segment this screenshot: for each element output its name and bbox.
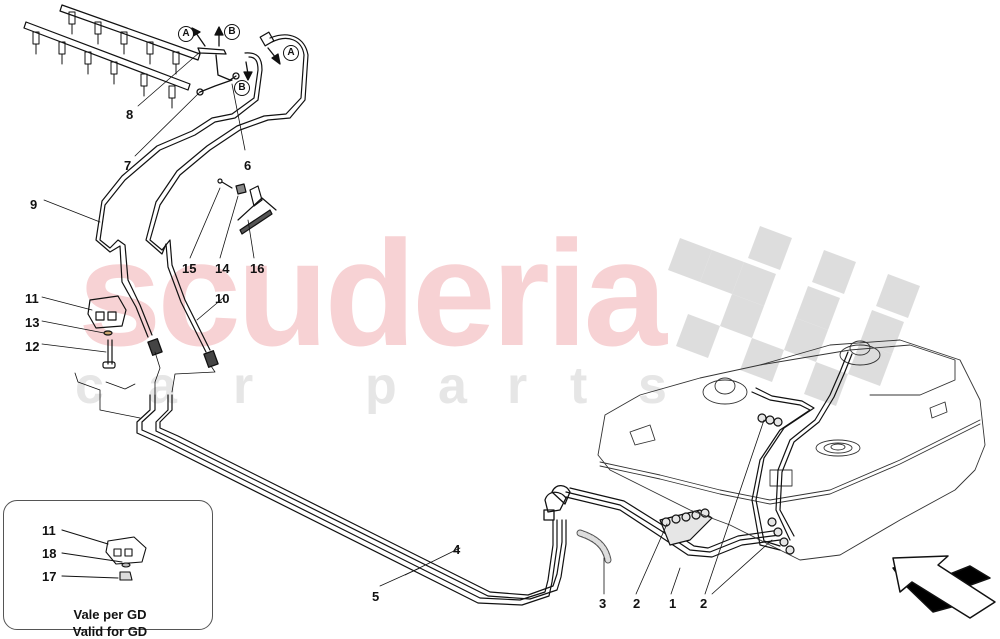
watermark-letter: p bbox=[365, 357, 397, 415]
callout-9: 9 bbox=[30, 197, 38, 212]
fuel-rail-upper bbox=[59, 4, 201, 61]
callout-3: 3 bbox=[599, 596, 607, 611]
watermark-brand: scuderia bbox=[78, 209, 667, 377]
fuel-pipe-1 bbox=[565, 487, 781, 558]
callout-4: 4 bbox=[453, 542, 461, 557]
inset-clip-parts bbox=[61, 529, 147, 581]
callout-1: 1 bbox=[669, 596, 677, 611]
callout-10: 10 bbox=[215, 291, 230, 306]
fuel-pipe-10 bbox=[145, 31, 309, 353]
connector-arrows bbox=[191, 26, 281, 81]
watermark-letter: r bbox=[507, 357, 528, 415]
fuel-pipe-5 bbox=[155, 394, 567, 600]
leader-lines bbox=[41, 51, 773, 595]
fuel-rail-lower bbox=[23, 21, 191, 91]
inset-caption-italian: Vale per GD bbox=[73, 607, 147, 622]
fuel-pipe-4 bbox=[136, 394, 558, 606]
inset-callout-17: 17 bbox=[42, 569, 57, 584]
callout-2: 2 bbox=[633, 596, 641, 611]
clip-11 bbox=[87, 295, 127, 369]
callout-12: 12 bbox=[25, 339, 40, 354]
callout-13: 13 bbox=[25, 315, 40, 330]
injectors bbox=[32, 11, 180, 109]
callout-6: 6 bbox=[244, 158, 252, 173]
inset-callout-11: 11 bbox=[42, 523, 56, 538]
inset-box-gd-variant bbox=[3, 500, 213, 630]
hose-end-fittings bbox=[147, 338, 219, 368]
inset-caption-english: Valid for GD bbox=[72, 624, 148, 639]
reference-brackets bbox=[74, 351, 216, 419]
direction-arrow bbox=[892, 555, 996, 619]
watermark-letter: t bbox=[570, 357, 588, 415]
callout-16: 16 bbox=[250, 261, 265, 276]
callout-7: 7 bbox=[124, 158, 132, 173]
rail-fittings bbox=[196, 47, 240, 96]
callout-15: 15 bbox=[182, 261, 197, 276]
callout-14: 14 bbox=[215, 261, 230, 276]
watermark-letter: s bbox=[638, 357, 667, 415]
connector-label-a: A bbox=[283, 45, 299, 61]
watermark-letter: r bbox=[233, 357, 254, 415]
callout-2: 2 bbox=[700, 596, 708, 611]
caption-background bbox=[65, 604, 165, 618]
fuel-tank bbox=[597, 339, 986, 561]
callout-5: 5 bbox=[372, 589, 380, 604]
fuel-pipe-9 bbox=[95, 52, 263, 338]
corrugated-hose-3 bbox=[576, 529, 612, 564]
tank-pipes bbox=[751, 351, 853, 551]
callout-11: 11 bbox=[25, 291, 39, 306]
connector-label-b: B bbox=[224, 24, 240, 40]
bracket-assembly bbox=[217, 178, 277, 235]
watermark-letter: a bbox=[438, 357, 467, 415]
inset-callout-18: 18 bbox=[42, 546, 57, 561]
connector-label-a: A bbox=[178, 26, 194, 42]
elbow-fittings bbox=[543, 484, 571, 521]
callout-8: 8 bbox=[126, 107, 134, 122]
connector-label-b: B bbox=[234, 80, 250, 96]
